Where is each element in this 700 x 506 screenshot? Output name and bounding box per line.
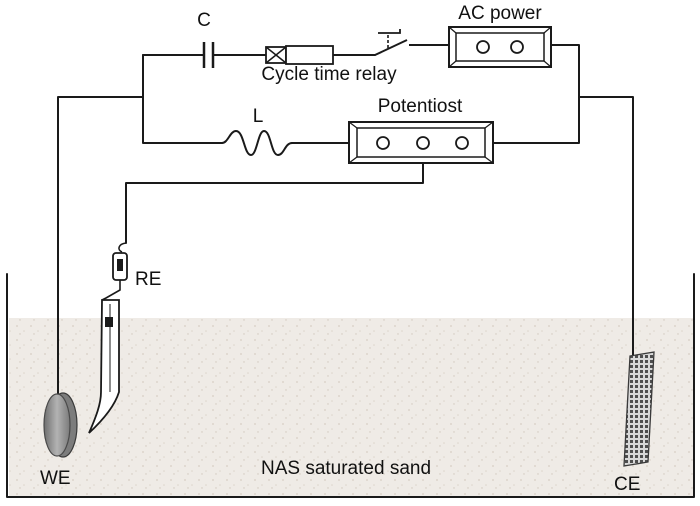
counter-electrode <box>623 351 655 467</box>
circuit-wires <box>57 44 634 406</box>
container-walls <box>6 273 695 498</box>
capacitor-symbol <box>202 42 215 68</box>
inductor-label: L <box>253 106 264 127</box>
relay-label: Cycle time relay <box>261 64 397 85</box>
sand-region <box>9 318 693 496</box>
capacitor-label: C <box>197 10 211 31</box>
ac-power-box <box>448 26 552 68</box>
re-label: RE <box>135 269 161 290</box>
potentiostat-label: Potentiost <box>378 96 463 117</box>
relay-symbol <box>265 29 415 65</box>
potentiostat-box <box>348 121 494 164</box>
ac-power-label: AC power <box>458 3 542 24</box>
we-label: WE <box>40 468 71 489</box>
medium-label: NAS saturated sand <box>261 458 431 479</box>
ce-label: CE <box>614 474 640 495</box>
reference-electrode <box>88 242 128 434</box>
working-electrode <box>43 392 78 458</box>
inductor-symbol <box>221 130 293 156</box>
